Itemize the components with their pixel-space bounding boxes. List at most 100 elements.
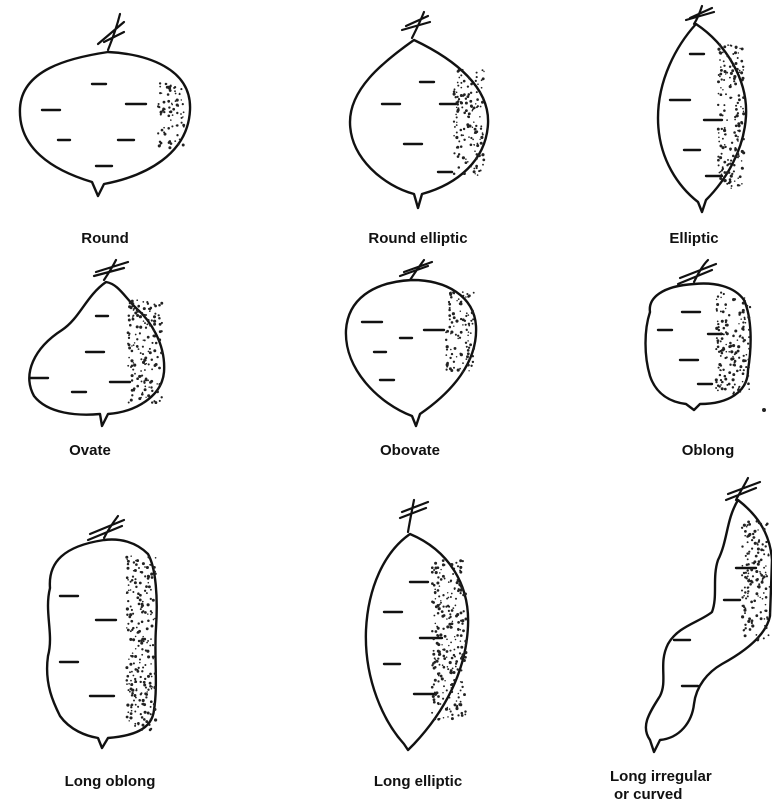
stipple-dot	[461, 653, 464, 656]
stipple-dot	[449, 650, 451, 652]
stipple-dot	[449, 626, 452, 629]
stipple-dot	[160, 330, 162, 332]
stipple-dot	[444, 635, 447, 638]
stipple-dot	[450, 580, 452, 582]
stipple-dot	[723, 333, 725, 335]
stipple-dot	[449, 357, 451, 359]
stipple-dot	[452, 573, 454, 575]
stipple-dot	[131, 609, 133, 611]
stipple-dot	[455, 639, 457, 641]
stipple-dot	[147, 336, 150, 339]
stipple-dot	[128, 319, 131, 322]
stipple-dot	[747, 620, 750, 623]
stipple-dot	[468, 370, 469, 371]
stipple-dot	[729, 182, 731, 184]
stipple-dot	[437, 672, 440, 675]
stipple-dot	[156, 356, 158, 358]
stipple-dot	[763, 637, 765, 639]
stipple-dot	[467, 85, 469, 87]
stipple-dot	[146, 566, 149, 569]
stipple-dot	[464, 651, 467, 654]
stipple-dot	[757, 544, 759, 546]
stipple-dot	[446, 689, 448, 691]
stipple-dot	[735, 134, 738, 137]
stipple-dot	[149, 310, 151, 312]
stipple-dot	[719, 73, 722, 76]
stipple-dot	[134, 342, 136, 344]
stipple-dot	[465, 161, 468, 164]
stipple-dot	[748, 375, 750, 377]
stipple-dot	[455, 562, 457, 564]
stipple-dot	[160, 351, 163, 354]
stipple-dot	[455, 605, 457, 607]
stipple-dot	[717, 342, 719, 344]
stipple-dot	[756, 634, 758, 636]
stipple-dot	[746, 526, 748, 528]
stipple-dot	[721, 128, 723, 130]
stipple-dot	[732, 344, 735, 347]
stipple-dot	[139, 598, 142, 601]
stipple-dot	[719, 385, 721, 387]
stipple-dot	[457, 668, 459, 670]
stipple-dot	[147, 575, 150, 578]
stipple-dot	[448, 623, 451, 626]
stipple-dot	[757, 542, 759, 544]
stipple-dot	[739, 175, 742, 178]
stipple-dot	[134, 578, 136, 580]
stipple-dot	[737, 157, 739, 159]
stipple-dot	[443, 657, 446, 660]
stipple-dot	[464, 710, 466, 712]
stipple-dot	[762, 598, 764, 600]
stipple-dot	[453, 152, 455, 154]
stipple-dot	[455, 660, 458, 663]
stipple-dot	[139, 332, 141, 334]
stipple-dot	[466, 329, 468, 331]
stipple-dot	[751, 580, 753, 582]
stipple-dot	[460, 74, 462, 76]
stipple-dot	[738, 98, 741, 101]
stipple-dot	[767, 554, 769, 556]
stipple-dot	[478, 170, 480, 172]
stipple-dot	[723, 65, 725, 67]
stipple-dot	[453, 649, 455, 651]
stipple-dot	[738, 52, 739, 53]
stipple-dot	[171, 125, 173, 127]
stipple-dot	[742, 140, 743, 141]
stipple-dot	[737, 350, 740, 353]
stipple-dot	[131, 671, 133, 673]
stipple-dot	[751, 562, 753, 564]
stipple-dot	[147, 613, 148, 614]
stipple-dot	[148, 351, 150, 353]
stipple-dot	[482, 77, 485, 80]
stipple-dot	[455, 663, 457, 665]
stipple-dot	[732, 386, 734, 388]
stipple-dot	[447, 668, 449, 670]
stipple-dot	[455, 598, 457, 600]
stipple-dot	[167, 127, 170, 130]
stipple-dot	[144, 678, 146, 680]
stipple-dot	[145, 687, 147, 689]
stipple-dot	[733, 170, 735, 172]
stipple-dot	[716, 299, 718, 301]
stipple-dot	[140, 693, 142, 695]
stipple-dot	[481, 87, 483, 89]
stipple-dot	[747, 521, 750, 524]
stipple-dot	[126, 567, 129, 570]
stipple-dot	[470, 83, 473, 86]
stipple-dot	[751, 624, 754, 627]
stipple-dot	[472, 355, 474, 357]
stipple-dot	[764, 545, 766, 547]
stipple-dot	[126, 614, 128, 616]
stipple-dot	[740, 318, 742, 320]
stipple-dot	[466, 355, 469, 358]
stipple-dot	[470, 105, 473, 108]
stipple-dot	[473, 168, 475, 170]
stipple-dot	[147, 603, 150, 606]
stipple-dot	[728, 314, 730, 316]
stipple-dot	[143, 307, 146, 310]
stipple-dot	[439, 603, 441, 605]
stipple-dot	[159, 82, 161, 84]
stipple-dot	[139, 326, 142, 329]
stipple-dot	[724, 127, 726, 129]
stipple-dot	[154, 364, 157, 367]
